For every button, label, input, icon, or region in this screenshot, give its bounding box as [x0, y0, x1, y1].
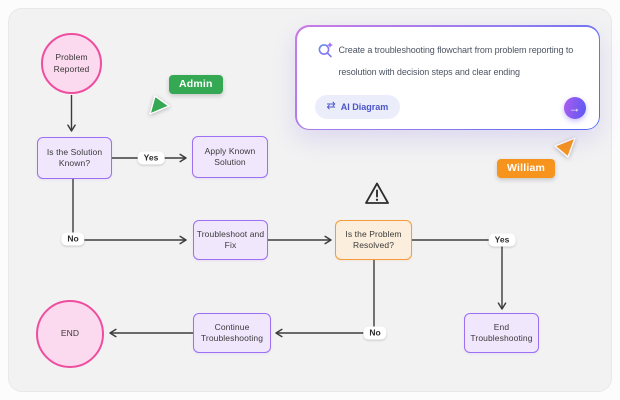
node-label: Problem Reported — [53, 52, 90, 74]
node-end-troubleshooting[interactable]: End Troubleshooting — [464, 313, 539, 353]
admin-cursor-icon — [149, 95, 170, 115]
ai-diagram-button[interactable]: ⇄ AI Diagram — [314, 94, 401, 119]
ai-search-icon — [318, 42, 332, 57]
ai-prompt-card: Create a troubleshooting flowchart from … — [295, 25, 600, 130]
node-label: END — [60, 328, 80, 339]
node-continue-troubleshooting[interactable]: Continue Troubleshooting — [193, 313, 271, 353]
node-label: Is the Solution Known? — [46, 146, 103, 168]
ai-prompt-inner: Create a troubleshooting flowchart from … — [296, 26, 599, 129]
prompt-line-1: Create a troubleshooting flowchart from … — [338, 44, 574, 55]
node-troubleshoot-and-fix[interactable]: Troubleshoot and Fix — [193, 220, 268, 260]
node-problem-reported[interactable]: Problem Reported — [41, 33, 102, 94]
prompt-input[interactable]: Create a troubleshooting flowchart from … — [339, 39, 595, 83]
send-button[interactable]: → — [563, 96, 586, 119]
node-apply-known-solution[interactable]: Apply Known Solution — [192, 136, 268, 178]
node-label: Apply Known Solution — [204, 145, 256, 167]
node-label: Continue Troubleshooting — [200, 321, 264, 343]
node-end[interactable]: END — [36, 300, 104, 368]
node-label: Is the Problem Resolved? — [345, 228, 402, 250]
arrow-right-icon: → — [568, 100, 581, 115]
william-cursor-icon — [554, 137, 576, 158]
william-cursor-label: William — [497, 159, 556, 178]
node-label: End Troubleshooting — [470, 321, 533, 343]
ai-diagram-label: AI Diagram — [340, 101, 389, 112]
admin-cursor-label: Admin — [169, 75, 223, 94]
edge-label-yes-2[interactable]: Yes — [488, 233, 516, 247]
node-problem-resolved[interactable]: Is the Problem Resolved? — [335, 220, 412, 260]
node-solution-known[interactable]: Is the Solution Known? — [37, 137, 112, 179]
node-label: Troubleshoot and Fix — [196, 228, 265, 250]
edge-label-no-1[interactable]: No — [61, 232, 85, 246]
edge-label-no-2[interactable]: No — [363, 326, 387, 340]
warning-triangle-icon[interactable] — [363, 180, 391, 208]
prompt-line-2: resolution with decision steps and clear… — [338, 66, 521, 77]
edge-label-yes-1[interactable]: Yes — [137, 151, 165, 165]
swap-arrows-icon: ⇄ — [326, 100, 336, 112]
